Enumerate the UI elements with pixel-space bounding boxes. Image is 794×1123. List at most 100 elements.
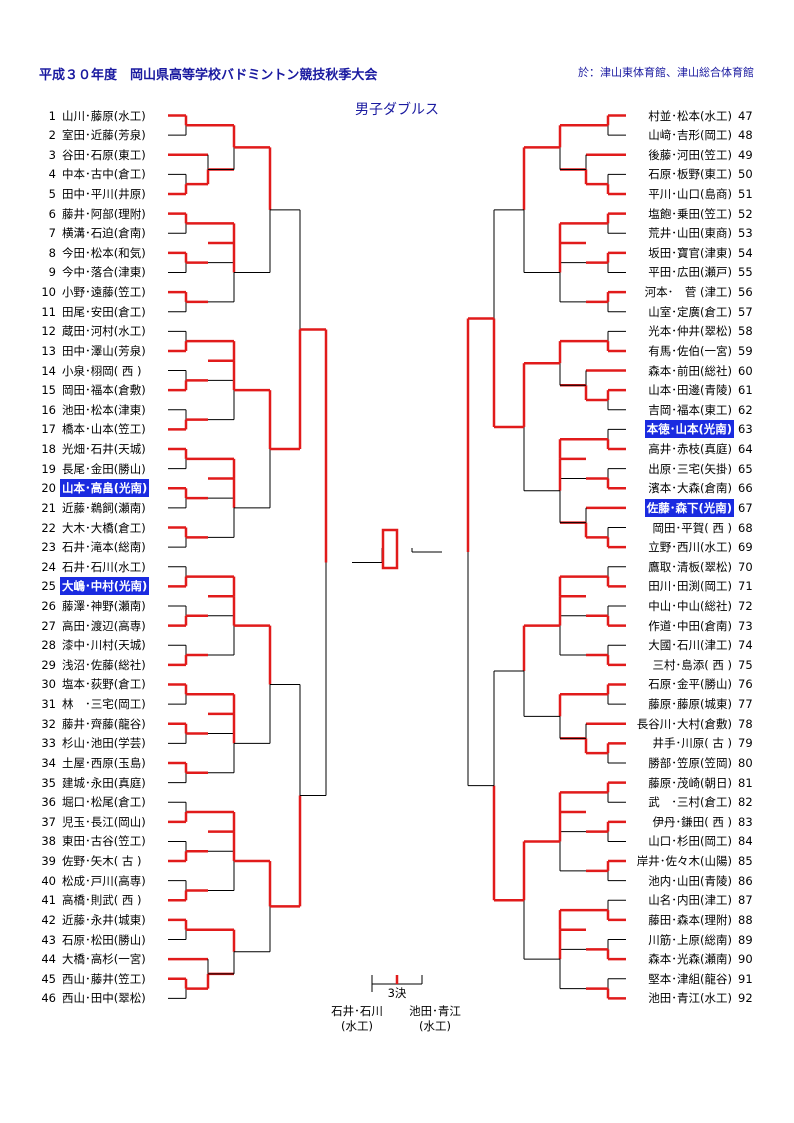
seed-number: 4: [48, 167, 56, 182]
team-entry: 森本･光森(瀬南) 90: [646, 950, 758, 968]
team-name: 武 ･三村(倉工): [648, 795, 732, 810]
team-name: 大木･大橋(倉工): [62, 520, 146, 535]
seed-number: 74: [738, 638, 753, 653]
seed-number: 80: [738, 755, 753, 770]
seed-number: 14: [41, 363, 56, 378]
seed-number: 35: [41, 775, 56, 790]
team-name: 高橋･則武( 西 ): [62, 893, 142, 908]
team-name: 林 ･三宅(岡工): [62, 697, 146, 712]
team-entry: 堅本･津組(龍谷)91: [646, 970, 758, 988]
seed-number: 43: [41, 932, 56, 947]
seed-number: 16: [41, 402, 56, 417]
team-entry: 本徳･山本(光南)63: [644, 420, 758, 439]
team-entry: 中山･中山(総社)72: [646, 597, 758, 615]
team-name: 大國･石川(津工): [648, 638, 732, 653]
seed-number: 36: [41, 795, 56, 810]
seed-number: 56: [738, 285, 753, 300]
team-entry: 岸井･佐々木(山陽)85: [635, 852, 758, 870]
team-name: 田尾･安田(倉工): [62, 304, 146, 319]
team-entry: 有馬･佐伯(一宮)59: [646, 342, 758, 360]
seed-number: 32: [41, 716, 56, 731]
seed-number: 2: [48, 128, 56, 143]
seed-number: 33: [41, 736, 56, 751]
seed-number: 42: [41, 912, 56, 927]
seed-number: 40: [41, 873, 56, 888]
team-name: 今田･松本(和気): [62, 245, 146, 260]
team-name: 山本･高畠(光南): [60, 479, 150, 498]
team-name: 作道･中田(倉南): [648, 618, 732, 633]
third-place-left-school: (水工): [341, 1019, 373, 1033]
team-entry: 川筋･上原(総南)89: [646, 931, 758, 949]
team-name: 堅本･津組(龍谷): [648, 971, 732, 986]
seed-number: 34: [41, 755, 56, 770]
seed-number: 28: [41, 638, 56, 653]
team-entry: 山室･定廣(倉工)57: [646, 303, 758, 321]
third-place-right-school: (水工): [419, 1019, 451, 1033]
seed-number: 7: [48, 226, 56, 241]
team-entry: 坂田･寶官(津東)54: [646, 244, 758, 262]
seed-number: 45: [41, 971, 56, 986]
team-entry: 鷹取･清板(翠松)70: [646, 558, 758, 576]
team-entry: 勝部･笠原(笠岡)80: [646, 754, 758, 772]
team-name: 藤澤･神野(瀬南): [62, 599, 146, 613]
seed-number: 90: [738, 952, 753, 967]
team-name: 出原･三宅(矢掛): [648, 461, 732, 476]
team-name: 藤原･茂崎(朝日): [648, 775, 732, 790]
team-name: 岡田･福本(倉敷): [62, 383, 146, 398]
team-entry: 32 藤井･齊藤(龍谷): [38, 715, 148, 733]
team-name: 有馬･佐伯(一宮): [648, 343, 732, 358]
team-entry: 立野･西川(水工)69: [646, 538, 758, 556]
team-name: 三村･島添( 西 ): [652, 657, 732, 672]
team-name: 森本･光森(瀬南): [648, 952, 732, 967]
team-name: 山口･杉田(岡工): [648, 834, 732, 849]
team-name: 荒井･山田(東商): [648, 226, 732, 241]
event-title: 男子ダブルス: [355, 102, 439, 118]
seed-number: 29: [41, 657, 56, 672]
team-name: 光本･仲井(翠松): [648, 324, 732, 339]
team-entry: 山名･内田(津工)87: [646, 891, 758, 909]
team-name: 中山･中山(総社): [648, 599, 732, 613]
team-name: 石井･滝本(総南): [62, 540, 146, 555]
seed-number: 62: [738, 402, 753, 417]
seed-number: 89: [738, 932, 753, 947]
team-entry: 岡田･平賀( 西 )68: [650, 519, 758, 537]
team-name: 塩飽･乗田(笠工): [648, 206, 732, 221]
team-name: 小泉･栩岡( 西 ): [62, 363, 142, 378]
seed-number: 76: [738, 677, 753, 692]
team-name: 東田･古谷(笠工): [62, 834, 146, 849]
team-entry: 池内･山田(青陵)86: [646, 872, 758, 890]
team-name: 坂田･寶官(津東): [648, 245, 732, 260]
team-name: 堀口･松尾(倉工): [62, 795, 146, 810]
seed-number: 53: [738, 226, 753, 241]
team-entry: 23 石井･滝本(総南): [38, 538, 148, 556]
seed-number: 18: [41, 442, 56, 457]
seed-number: 9: [48, 265, 56, 280]
seed-number: 24: [41, 559, 56, 574]
seed-number: 81: [738, 775, 753, 790]
seed-number: 22: [41, 520, 56, 535]
team-name: 谷田･石原(東工): [62, 147, 146, 162]
seed-number: 38: [41, 834, 56, 849]
team-name: 河本･ 菅 (津工): [644, 285, 732, 300]
seed-number: 64: [738, 442, 753, 457]
team-name: 藤井･齊藤(龍谷): [62, 716, 146, 731]
seed-number: 46: [41, 991, 56, 1006]
tournament-title: 平成３０年度 岡山県高等学校バドミントン競技秋季大会: [39, 68, 378, 83]
seed-number: 37: [41, 814, 56, 829]
third-place-label: 3決: [387, 986, 407, 1000]
seed-number: 23: [41, 540, 56, 555]
team-name: 平川･山口(島商): [648, 186, 732, 201]
